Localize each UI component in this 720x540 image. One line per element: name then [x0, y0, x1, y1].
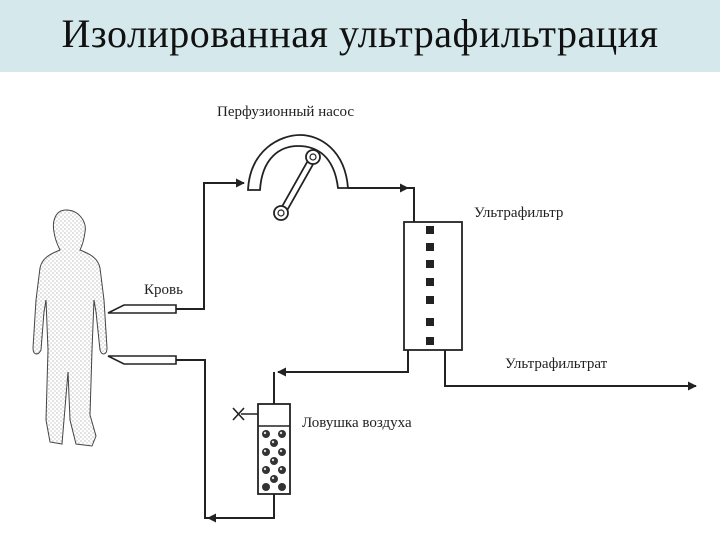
label-ultrafiltrate: Ультрафильтрат: [505, 356, 608, 372]
slide-title: Изолированная ультрафильтрация: [61, 11, 659, 56]
tube-return-to-patient: [176, 359, 275, 519]
person-silhouette-icon: [32, 209, 108, 447]
tube-ultrafiltrate: [444, 350, 697, 391]
label-blood: Кровь: [144, 282, 183, 298]
label-pump: Перфузионный насос: [217, 104, 354, 120]
clamp-icon: [232, 407, 258, 421]
pump-icon: [247, 134, 349, 221]
blood-cannula-in: [107, 355, 177, 365]
title-bar: Изолированная ультрафильтрация: [0, 0, 720, 72]
label-ultrafilter: Ультрафильтр: [474, 205, 563, 221]
tube-filter-return: [277, 350, 409, 377]
tube-to-filter-top: [408, 187, 415, 222]
filter-icon: [403, 221, 463, 351]
blood-cannula-out: [107, 304, 177, 314]
label-air-trap: Ловушка воздуха: [302, 415, 412, 431]
air-trap-icon: [257, 403, 291, 495]
tube-to-pump: [176, 178, 245, 310]
